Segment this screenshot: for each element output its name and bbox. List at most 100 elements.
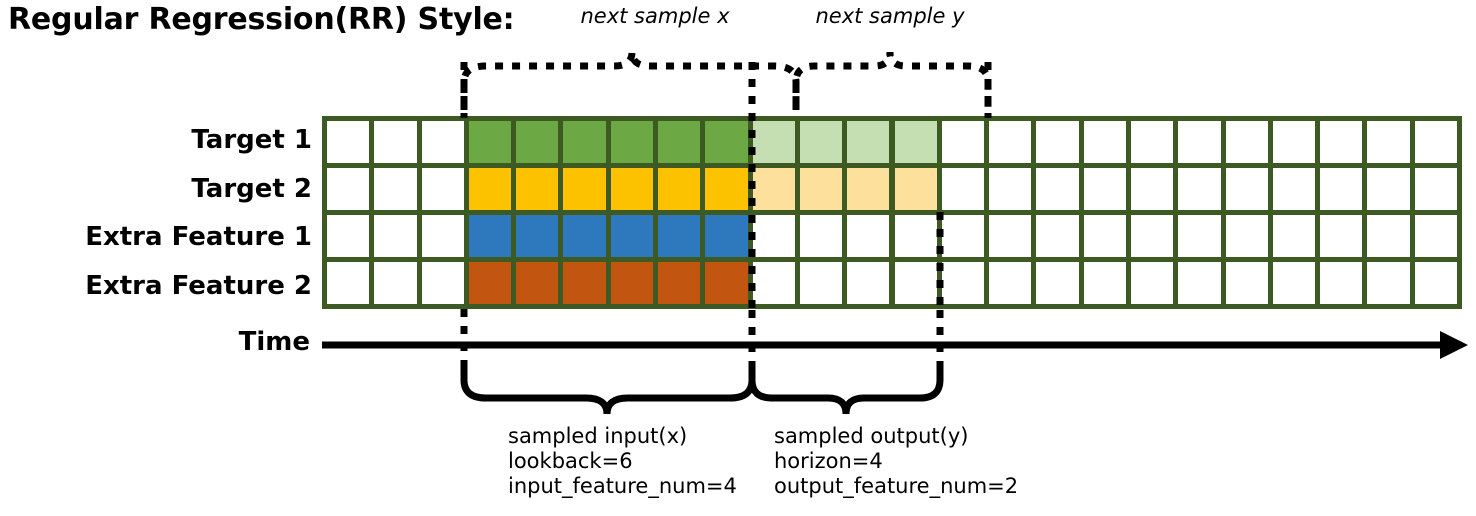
grid-cell-r1-c13-output	[894, 121, 937, 163]
grid-cell-r1-c5-input	[516, 121, 559, 163]
grid-cell-r4-c15-empty	[989, 262, 1032, 304]
grid-cell-r4-c14-empty	[941, 262, 985, 304]
grid-cell-r1-c18-empty	[1130, 121, 1174, 163]
grid-cell-r2-c19-empty	[1178, 168, 1221, 210]
grid-cell-r2-c10-output	[752, 168, 795, 210]
grid-cell-r2-c3-empty	[421, 168, 464, 210]
grid-cell-r4-c13-empty	[894, 262, 937, 304]
grid-cell-r1-c16-empty	[1036, 121, 1079, 163]
grid-cell-r3-c6-input	[563, 215, 606, 257]
grid-cell-r2-c20-empty	[1225, 168, 1268, 210]
grid-cell-r1-c8-input	[658, 121, 701, 163]
grid-cell-r3-c3-empty	[421, 215, 464, 257]
grid-cell-r1-c23-empty	[1367, 121, 1410, 163]
grid-cell-r4-c3-empty	[421, 262, 464, 304]
grid-cell-r4-c20-empty	[1225, 262, 1268, 304]
grid-cell-r1-c9-input	[705, 121, 748, 163]
top-brace-group	[460, 51, 992, 110]
bottom-caption-output-line-2: horizon=4	[774, 449, 883, 473]
grid-cell-r4-c1-empty	[327, 262, 370, 304]
row-label-extra-feature-2: Extra Feature 2	[85, 270, 312, 301]
grid-cell-r2-c22-empty	[1320, 168, 1363, 210]
grid-cell-r1-c11-output	[799, 121, 843, 163]
grid-cell-r1-c12-output	[847, 121, 890, 163]
row-label-extra-feature-1: Extra Feature 1	[85, 222, 312, 252]
grid-cell-r2-c5-input	[516, 168, 559, 210]
bottom-brace-sampled-input	[460, 365, 756, 415]
grid-cell-r3-c4-input	[468, 215, 512, 257]
grid-cell-r2-c16-empty	[1036, 168, 1079, 210]
grid-cell-r1-c3-empty	[421, 121, 464, 163]
row-label-target-2: Target 2	[191, 173, 312, 204]
grid-cell-r2-c6-input	[563, 168, 606, 210]
grid-cell-r1-c4-input	[468, 121, 512, 163]
grid-cell-r2-c24-empty	[1414, 168, 1457, 210]
bottom-caption-input-line-2: lookback=6	[508, 449, 633, 473]
timeseries-grid	[322, 116, 1462, 309]
grid-cell-r3-c2-empty	[374, 215, 417, 257]
grid-cell-r4-c17-empty	[1083, 262, 1126, 304]
row-label-target-1: Target 1	[191, 125, 312, 155]
grid-cell-r4-c5-input	[516, 262, 559, 304]
grid-cell-r3-c8-input	[658, 215, 701, 257]
grid-cell-r4-c9-input	[705, 262, 748, 304]
grid-cell-r1-c2-empty	[374, 121, 417, 163]
grid-cell-r4-c19-empty	[1178, 262, 1221, 304]
grid-cell-r4-c22-empty	[1320, 262, 1363, 304]
grid-cell-r1-c10-output	[752, 121, 795, 163]
grid-cell-r2-c23-empty	[1367, 168, 1410, 210]
grid-cell-r3-c21-empty	[1272, 215, 1316, 257]
grid-cell-r1-c1-empty	[327, 121, 370, 163]
grid-cell-r4-c21-empty	[1272, 262, 1316, 304]
page-title: Regular Regression(RR) Style:	[8, 2, 515, 37]
grid-cell-r4-c16-empty	[1036, 262, 1079, 304]
grid-cell-r2-c7-input	[610, 168, 654, 210]
grid-cell-r4-c24-empty	[1414, 262, 1457, 304]
grid-cell-r2-c14-empty	[941, 168, 985, 210]
grid-cell-r3-c24-empty	[1414, 215, 1457, 257]
grid-cell-r2-c17-empty	[1083, 168, 1126, 210]
grid-cell-r3-c7-input	[610, 215, 654, 257]
bottom-caption-input: sampled input(x) lookback=6 input_featur…	[508, 424, 737, 499]
grid-cell-r1-c15-empty	[989, 121, 1032, 163]
grid-cell-r4-c7-input	[610, 262, 654, 304]
bottom-caption-output: sampled output(y) horizon=4 output_featu…	[774, 424, 1018, 499]
time-axis-label: Time	[238, 327, 310, 357]
grid-cell-r2-c11-output	[799, 168, 843, 210]
grid-cell-r3-c14-empty	[941, 215, 985, 257]
top-brace-next-sample-y	[792, 51, 992, 110]
grid-cell-r3-c15-empty	[989, 215, 1032, 257]
grid-cell-r3-c16-empty	[1036, 215, 1079, 257]
grid-cell-r3-c13-empty	[894, 215, 937, 257]
grid-cell-r2-c15-empty	[989, 168, 1032, 210]
grid-cell-r3-c10-empty	[752, 215, 795, 257]
grid-cell-r3-c12-empty	[847, 215, 890, 257]
top-brace-caption-y: next sample y	[815, 4, 965, 28]
top-brace-next-sample-x	[460, 51, 800, 110]
grid-cell-r2-c4-input	[468, 168, 512, 210]
grid-cell-r1-c14-empty	[941, 121, 985, 163]
grid-cell-r4-c12-empty	[847, 262, 890, 304]
grid-cell-r1-c20-empty	[1225, 121, 1268, 163]
grid-cell-r2-c12-output	[847, 168, 890, 210]
grid-cell-r3-c11-empty	[799, 215, 843, 257]
grid-cell-r2-c18-empty	[1130, 168, 1174, 210]
grid-cell-r2-c8-input	[658, 168, 701, 210]
grid-cell-r4-c4-input	[468, 262, 512, 304]
grid-cell-r4-c10-empty	[752, 262, 795, 304]
grid-cell-r1-c7-input	[610, 121, 654, 163]
grid-cell-r3-c1-empty	[327, 215, 370, 257]
grid-cell-r2-c9-input	[705, 168, 748, 210]
grid-cell-r4-c2-empty	[374, 262, 417, 304]
grid-cell-r1-c24-empty	[1414, 121, 1457, 163]
grid-cell-r4-c6-input	[563, 262, 606, 304]
bottom-caption-input-line-3: input_feature_num=4	[508, 474, 737, 498]
grid-cell-r2-c2-empty	[374, 168, 417, 210]
grid-cell-r3-c19-empty	[1178, 215, 1221, 257]
grid-cell-r1-c6-input	[563, 121, 606, 163]
grid-cell-r1-c21-empty	[1272, 121, 1316, 163]
grid-cell-r2-c13-output	[894, 168, 937, 210]
bottom-caption-input-line-1: sampled input(x)	[508, 424, 688, 448]
grid-cell-r4-c23-empty	[1367, 262, 1410, 304]
